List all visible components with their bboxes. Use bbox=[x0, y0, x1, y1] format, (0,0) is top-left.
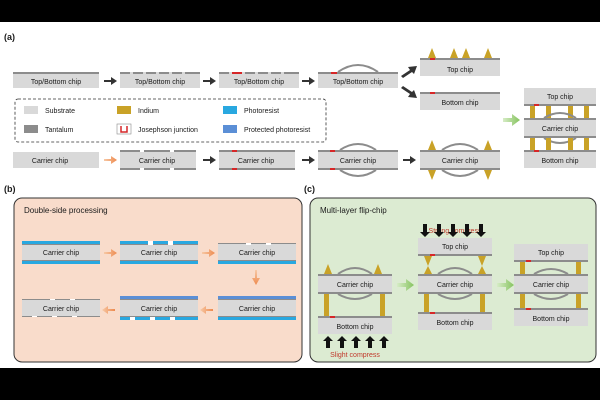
chip-label: Carrier chip bbox=[239, 250, 275, 257]
legend-label: Tantalum bbox=[45, 127, 74, 134]
c-stage-2: Strong compress Top chip Carrier chip Bo… bbox=[418, 224, 492, 330]
b-step-2: Carrier chip bbox=[120, 241, 198, 264]
chip-label: Top/Bottom chip bbox=[333, 79, 383, 86]
chip-label: Top chip bbox=[442, 244, 468, 251]
legend-swatch-photoresist bbox=[223, 106, 237, 114]
strong-compress-label: Strong compress bbox=[429, 228, 482, 235]
c-stage-3: Top chip Carrier chip Bottom chip bbox=[514, 244, 588, 326]
panel-c-title: Multi-layer flip-chip bbox=[320, 206, 387, 215]
panel-a-tag: (a) bbox=[4, 32, 15, 42]
legend-swatch-indium bbox=[117, 106, 131, 114]
arrow-right-green bbox=[503, 114, 520, 126]
chip-carrier-1: Carrier chip bbox=[13, 152, 99, 168]
legend-label: Protected photoresist bbox=[244, 127, 310, 134]
arrow-up-right bbox=[401, 66, 417, 78]
chip-top-bottom-1: Top/Bottom chip bbox=[13, 72, 99, 88]
legend: Substrate Tantalum Indium Josephson junc… bbox=[14, 98, 327, 143]
chip-label: Top/Bottom chip bbox=[135, 79, 185, 86]
chip-label: Top chip bbox=[547, 94, 573, 101]
chip-label: Carrier chip bbox=[43, 306, 79, 313]
arrow-right-green bbox=[497, 279, 514, 291]
chip-label: Carrier chip bbox=[141, 250, 177, 257]
b-step-3: Carrier chip bbox=[218, 243, 296, 264]
legend-label: Indium bbox=[138, 108, 159, 115]
arrow-left-orange bbox=[200, 306, 213, 314]
b-step-6: Carrier chip bbox=[22, 299, 100, 317]
chip-label: Carrier chip bbox=[340, 158, 376, 165]
arrow-right bbox=[403, 156, 416, 164]
panel-b-title: Double-side processing bbox=[24, 206, 108, 215]
chip-label: Carrier chip bbox=[337, 282, 373, 289]
legend-swatch-substrate bbox=[24, 106, 38, 114]
chip-label: Bottom chip bbox=[542, 158, 579, 165]
arrow-right-orange bbox=[104, 156, 117, 164]
chip-label: Carrier chip bbox=[533, 282, 569, 289]
panel-b-tag: (b) bbox=[4, 184, 16, 194]
chip-carrier-4: Carrier chip bbox=[318, 143, 398, 177]
arrow-left-orange bbox=[102, 306, 115, 314]
b-step-1: Carrier chip bbox=[22, 241, 100, 264]
legend-swatch-tantalum bbox=[24, 125, 38, 133]
chip-top-a: Top chip bbox=[420, 48, 500, 76]
chip-label: Carrier chip bbox=[437, 282, 473, 289]
panel-c-tag: (c) bbox=[304, 184, 315, 194]
chip-label: Bottom chip bbox=[442, 100, 479, 107]
chip-bottom-a: Bottom chip bbox=[420, 92, 500, 110]
chip-carrier-5: Carrier chip bbox=[420, 140, 500, 180]
chip-label: Top chip bbox=[447, 67, 473, 74]
chip-label: Carrier chip bbox=[139, 158, 175, 165]
b-step-5: Carrier chip bbox=[120, 296, 198, 320]
chip-label: Carrier chip bbox=[43, 250, 79, 257]
arrow-right-orange bbox=[104, 249, 117, 257]
arrow-down-right bbox=[401, 86, 417, 98]
chip-label: Top/Bottom chip bbox=[234, 79, 284, 86]
arrow-right bbox=[203, 156, 216, 164]
chip-carrier-2: Carrier chip bbox=[120, 150, 196, 170]
chip-label: Carrier chip bbox=[141, 306, 177, 313]
chip-label: Bottom chip bbox=[533, 316, 570, 323]
chip-top-bottom-2: Top/Bottom chip bbox=[120, 72, 200, 88]
legend-label: Substrate bbox=[45, 108, 75, 115]
chip-label: Carrier chip bbox=[32, 158, 68, 165]
chip-label: Carrier chip bbox=[239, 306, 275, 313]
b-step-4: Carrier chip bbox=[218, 296, 296, 320]
arrow-right-orange bbox=[202, 249, 215, 257]
c-stage-1: Carrier chip Bottom chip Slight compress bbox=[318, 264, 392, 359]
arrow-right bbox=[302, 77, 315, 85]
chip-label: Carrier chip bbox=[238, 158, 274, 165]
chip-label: Top/Bottom chip bbox=[31, 79, 81, 86]
chip-label: Carrier chip bbox=[542, 126, 578, 133]
legend-swatch-jj bbox=[116, 123, 132, 135]
arrow-right bbox=[203, 77, 216, 85]
arrow-right-green bbox=[397, 279, 414, 291]
arrow-right bbox=[104, 77, 117, 85]
panel-b-box bbox=[13, 197, 303, 363]
legend-label: Josephson junction bbox=[138, 127, 198, 134]
chip-top-bottom-3: Top/Bottom chip bbox=[219, 72, 299, 88]
chip-top-bottom-4: Top/Bottom chip bbox=[318, 64, 398, 88]
chip-carrier-3: Carrier chip bbox=[219, 150, 295, 170]
slight-compress-label: Slight compress bbox=[330, 352, 380, 359]
legend-swatch-protected-pr bbox=[223, 125, 237, 133]
top-band bbox=[0, 0, 600, 22]
arrow-down-orange bbox=[252, 270, 260, 285]
arrow-right bbox=[302, 156, 315, 164]
legend-label: Photoresist bbox=[244, 108, 279, 115]
final-stack-a: Top chip Carrier chip Bottom chip bbox=[524, 88, 596, 168]
chip-label: Carrier chip bbox=[442, 158, 478, 165]
chip-label: Bottom chip bbox=[337, 324, 374, 331]
bottom-band bbox=[0, 368, 600, 400]
chip-label: Bottom chip bbox=[437, 320, 474, 327]
chip-label: Top chip bbox=[538, 250, 564, 257]
